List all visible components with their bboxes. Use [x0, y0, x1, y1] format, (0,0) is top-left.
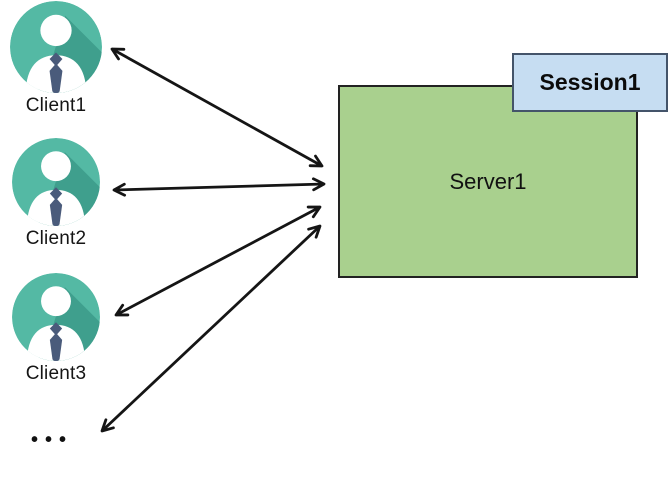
arrow-client3-server1 [114, 205, 322, 317]
server-label: Server1 [449, 168, 527, 194]
more-clients-ellipsis: ••• [31, 429, 74, 451]
client-label: Client3 [25, 363, 87, 384]
client-node-1: Client1 [0, 1, 112, 117]
session-tag: Session1 [512, 53, 668, 112]
server-node: Server1 [338, 85, 638, 278]
person-avatar-icon [12, 273, 100, 361]
client-label: Client1 [25, 95, 87, 116]
session-label: Session1 [539, 69, 641, 95]
client-node-3: Client3 [0, 273, 112, 385]
person-avatar-icon [10, 1, 102, 93]
arrow-more-clients-server1 [100, 224, 322, 433]
person-avatar-icon [12, 138, 100, 226]
arrow-client1-server1 [110, 47, 324, 168]
client-label: Client2 [25, 228, 87, 249]
client-node-2: Client2 [0, 138, 112, 250]
arrow-client2-server1 [112, 177, 326, 197]
